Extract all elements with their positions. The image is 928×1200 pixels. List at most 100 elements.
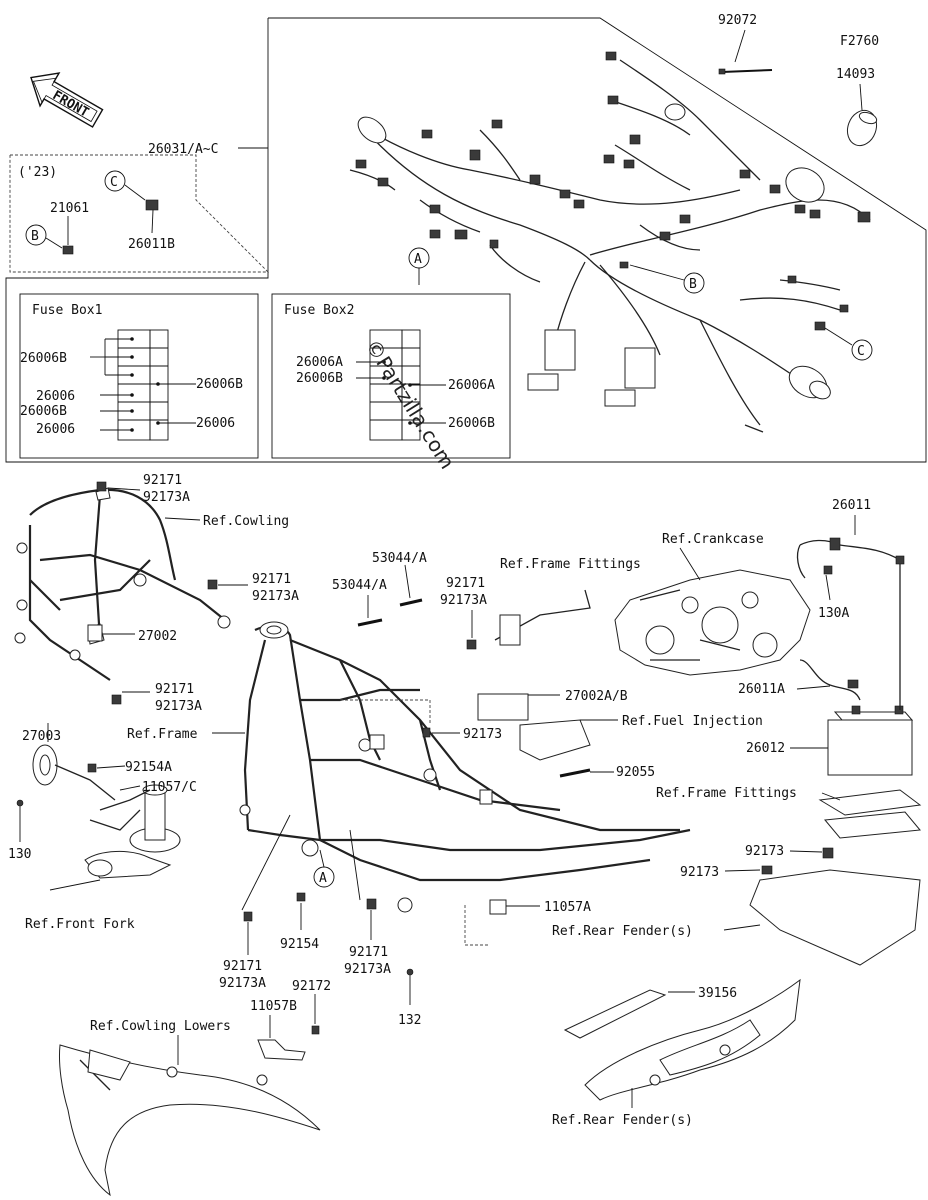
year-label: ('23) xyxy=(18,165,57,180)
part-11057c[interactable]: 11057/C xyxy=(119,780,197,795)
label-ref-front-fork: Ref.Front Fork xyxy=(25,917,135,932)
part-27002[interactable]: 27002 xyxy=(87,624,177,644)
label-ref-frame-fittings-1: Ref.Frame Fittings xyxy=(500,557,641,572)
part-92154[interactable]: 92154 xyxy=(280,892,319,952)
label-92173a-2: 92173A xyxy=(252,589,299,604)
part-53044a[interactable]: 53044/A 53044/A xyxy=(332,551,427,627)
part-92171-92173a-bottom-left[interactable]: 92171 92173A xyxy=(219,814,291,991)
label-92171-5: 92171 xyxy=(223,959,262,974)
label-ref-cowling-lowers: Ref.Cowling Lowers xyxy=(90,1019,231,1034)
part-harness[interactable]: 26031/A~C xyxy=(148,142,268,157)
label-ref-crankcase: Ref.Crankcase xyxy=(662,532,764,547)
label-27002: 27002 xyxy=(138,629,177,644)
part-92055[interactable]: 92055 xyxy=(559,765,655,780)
fuse1-left-2: 26006 xyxy=(36,389,75,404)
part-92172[interactable]: 92172 xyxy=(292,979,331,1035)
part-92171-92173a-low[interactable]: 92171 92173A xyxy=(111,682,202,714)
label-11057a: 11057A xyxy=(544,900,591,915)
battery-26012[interactable] xyxy=(827,705,914,776)
front-arrow-icon: FRONT xyxy=(30,72,104,128)
label-ref-fuel-injection: Ref.Fuel Injection xyxy=(622,714,763,729)
ref-cowling-lowers[interactable]: Ref.Cowling Lowers xyxy=(90,1019,231,1065)
label-92154: 92154 xyxy=(280,937,319,952)
part-132[interactable]: 132 xyxy=(398,968,421,1028)
wiring-harness-drawing xyxy=(349,51,871,433)
crankcase-drawing xyxy=(614,569,811,676)
part-92173-center[interactable]: 92173 xyxy=(340,699,502,742)
label-92171-1: 92171 xyxy=(143,473,182,488)
part-14093[interactable]: 14093 xyxy=(836,67,881,150)
label-11057b: 11057B xyxy=(250,999,297,1014)
ref-crankcase[interactable]: Ref.Crankcase xyxy=(662,532,764,581)
part-11057a[interactable]: 11057A xyxy=(464,899,591,946)
part-92173-right-2[interactable]: 92173 xyxy=(680,865,761,880)
ref-cowling[interactable]: Ref.Cowling xyxy=(164,514,289,529)
label-92173a-6: 92173A xyxy=(344,962,391,977)
label-ref-rear-fender-2: Ref.Rear Fender(s) xyxy=(552,1113,693,1128)
label-27003: 27003 xyxy=(22,729,61,744)
label-130a: 130A xyxy=(818,606,849,621)
label-53044a-2: 53044/A xyxy=(372,551,427,566)
callout-a-bottom[interactable]: A xyxy=(313,849,335,888)
fuse-box1-title: Fuse Box1 xyxy=(32,303,102,318)
ecu-and-bracket xyxy=(477,589,591,761)
callout-b-top[interactable]: B xyxy=(629,264,705,294)
ref-fuel-injection[interactable]: Ref.Fuel Injection xyxy=(580,714,763,729)
watermark: ©Partzilla.com xyxy=(361,335,460,473)
label-92173a-4: 92173A xyxy=(440,593,487,608)
svg-text:A: A xyxy=(414,252,422,267)
part-26011[interactable]: 26011 xyxy=(832,498,871,535)
part-92171-92173a-top[interactable]: 92171 92173A xyxy=(96,473,190,505)
part-26012-label[interactable]: 26012 xyxy=(746,741,828,756)
ref-frame-fittings-1[interactable]: Ref.Frame Fittings xyxy=(500,557,641,572)
main-frame-drawing xyxy=(239,621,691,913)
fuse2-left-1: 26006A xyxy=(296,355,343,370)
label-39156: 39156 xyxy=(698,986,737,1001)
label-132: 132 xyxy=(398,1013,421,1028)
label-92171-4: 92171 xyxy=(446,576,485,591)
horn-27003[interactable]: 27003 130 xyxy=(8,723,116,862)
fuse1-right-1: 26006B xyxy=(196,377,243,392)
ref-rear-fender-2[interactable]: Ref.Rear Fender(s) xyxy=(552,1088,693,1128)
label-92171-6: 92171 xyxy=(349,945,388,960)
part-39156[interactable]: 39156 xyxy=(668,986,737,1001)
fuse-box2: Fuse Box2 26006A 26006B 26006A 26006B xyxy=(271,293,511,459)
part-92072[interactable]: 92072 xyxy=(718,13,773,75)
fuse2-left-2: 26006B xyxy=(296,371,343,386)
ref-frame-fittings-2[interactable]: Ref.Frame Fittings xyxy=(656,786,841,801)
part-26011a[interactable]: 26011A xyxy=(738,682,831,697)
part-27002ab[interactable]: 27002A/B xyxy=(528,689,628,704)
label-92154a: 92154A xyxy=(125,760,172,775)
callout-a-top[interactable]: A xyxy=(408,247,430,285)
part-92154a[interactable]: 92154A xyxy=(87,760,172,775)
part-11057b[interactable]: 11057B xyxy=(250,999,306,1061)
part-92171-92173a-bottom-mid[interactable]: 92171 92173A xyxy=(344,829,391,977)
label-26012: 26012 xyxy=(746,741,785,756)
label-92173-3: 92173 xyxy=(680,865,719,880)
fuse-box2-title: Fuse Box2 xyxy=(284,303,354,318)
part-130a[interactable]: 130A xyxy=(818,574,849,621)
label-130-left: 130 xyxy=(8,847,31,862)
fuse1-right-2: 26006 xyxy=(196,416,235,431)
label-92171-2: 92171 xyxy=(252,572,291,587)
label-ref-frame: Ref.Frame xyxy=(127,727,198,742)
fuse1-left-4: 26006 xyxy=(36,422,75,437)
part-92173-right-1[interactable]: 92173 xyxy=(745,844,823,859)
label-26011: 26011 xyxy=(832,498,871,513)
fuse1-left-1: 26006B xyxy=(20,351,67,366)
ref-rear-fender-1[interactable]: Ref.Rear Fender(s) xyxy=(552,924,761,939)
part-92171-92173a-mid[interactable]: 92171 92173A xyxy=(207,572,299,604)
label-92173-2: 92173 xyxy=(745,844,784,859)
ref-frame[interactable]: Ref.Frame xyxy=(127,727,245,742)
svg-text:A: A xyxy=(319,871,327,886)
callout-c-top[interactable]: C xyxy=(824,327,873,361)
front-fork-drawing: Ref.Front Fork xyxy=(25,784,181,932)
label-26011a: 26011A xyxy=(738,682,785,697)
front-subframe-drawing xyxy=(14,487,231,681)
svg-text:C: C xyxy=(857,344,865,359)
label-27002ab: 27002A/B xyxy=(565,689,628,704)
part-92171-92173a-center[interactable]: 92171 92173A xyxy=(440,576,487,650)
diagram-code: F2760 xyxy=(840,34,879,49)
label-92173-1: 92173 xyxy=(463,727,502,742)
